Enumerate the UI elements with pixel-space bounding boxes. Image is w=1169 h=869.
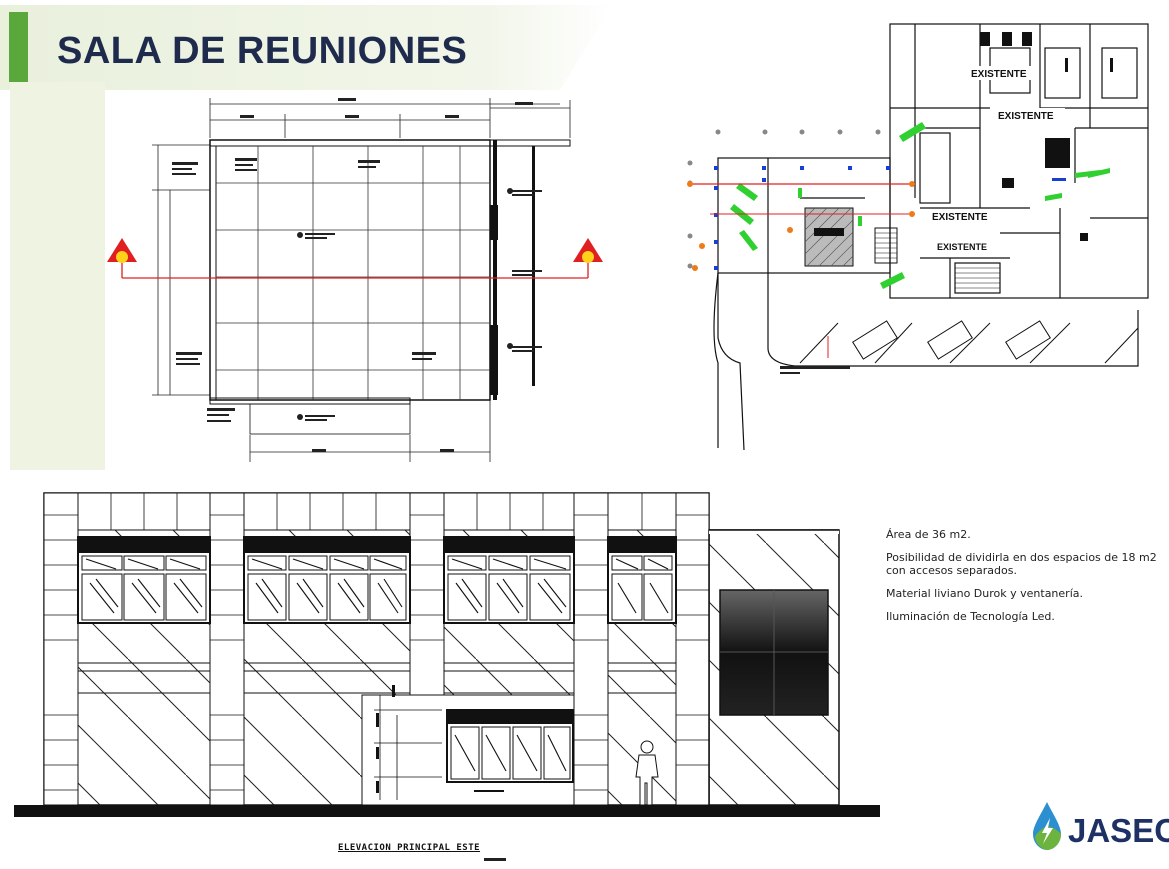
elevation-caption: ELEVACION PRINCIPAL ESTE	[338, 843, 481, 853]
notes-list: Área de 36 m2. Posibilidad de dividirla …	[886, 528, 1169, 633]
title-accent-bar	[9, 12, 28, 82]
section-marker-right-icon	[573, 238, 603, 263]
note-material: Material liviano Durok y ventanería.	[886, 587, 1083, 600]
page-title: SALA DE REUNIONES	[57, 30, 468, 72]
elevation-scale-note	[484, 858, 506, 861]
water-drop-bolt-icon	[1033, 802, 1061, 850]
note-division: Posibilidad de dividirla en dos espacios…	[886, 551, 1157, 577]
existing-label-4: EXISTENTE	[937, 242, 987, 252]
person-scale-figure-icon	[635, 740, 659, 806]
note-lighting: Iluminación de Tecnología Led.	[886, 610, 1055, 623]
existing-label-1: EXISTENTE	[971, 69, 1027, 80]
title-band	[0, 5, 612, 90]
section-marker-left-icon	[107, 238, 137, 263]
note-area: Área de 36 m2.	[886, 528, 971, 541]
existing-label-2: EXISTENTE	[998, 111, 1054, 122]
meeting-room-floor-plan	[105, 90, 615, 470]
existing-label-3: EXISTENTE	[932, 212, 988, 223]
logo-text: JASEC	[1068, 812, 1169, 849]
plan-background-tint	[10, 82, 105, 470]
front-elevation-drawing	[12, 485, 882, 835]
site-floor-plan: EXISTENTE EXISTENTE EXISTENTE EXISTENTE	[650, 18, 1169, 450]
